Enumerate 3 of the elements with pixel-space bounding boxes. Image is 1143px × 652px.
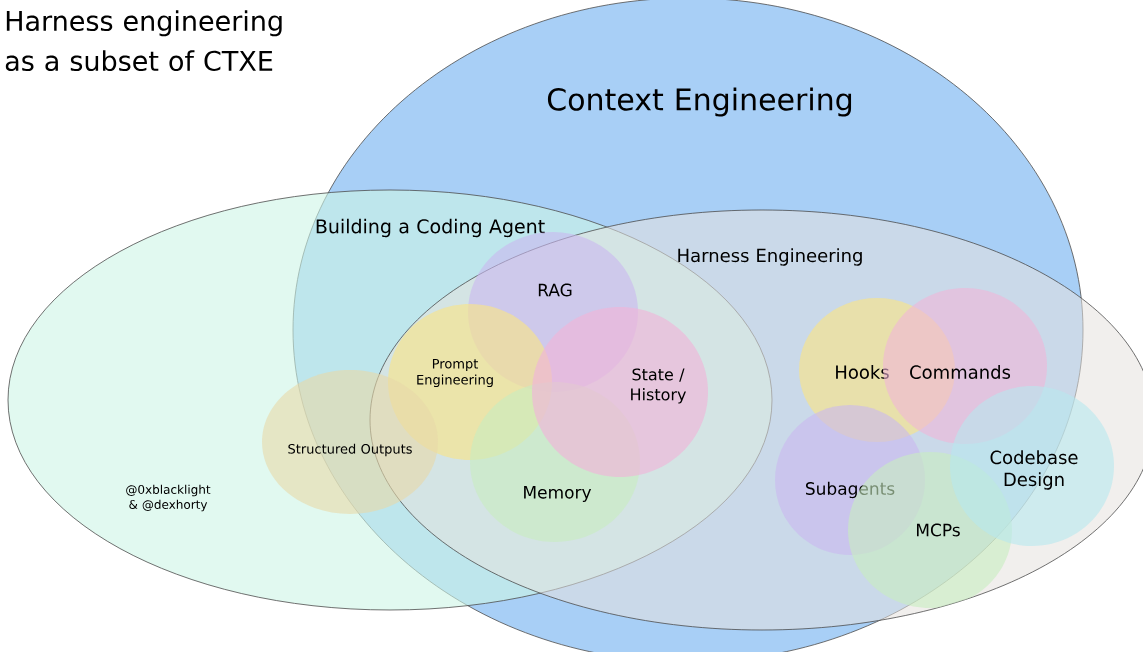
circle-region: State / History [532, 307, 708, 477]
title: Harness engineering as a subset of CTXE [5, 10, 282, 72]
handle-text: @0xblacklight & @dexhorty [126, 484, 211, 512]
